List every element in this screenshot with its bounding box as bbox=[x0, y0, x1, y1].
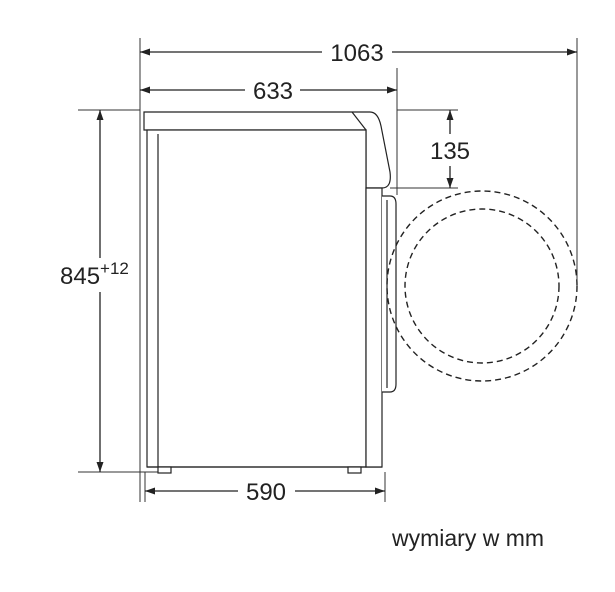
label-633: 633 bbox=[253, 78, 293, 105]
foot-rear bbox=[157, 466, 172, 474]
label-135: 135 bbox=[430, 138, 470, 165]
label-845-value: 845 bbox=[60, 263, 100, 290]
dimension-lines bbox=[96, 48, 577, 495]
units-note: wymiary w mm bbox=[392, 525, 545, 551]
label-1063: 1063 bbox=[330, 40, 383, 67]
foot-front bbox=[347, 466, 362, 474]
door-inner-circle bbox=[404, 208, 560, 364]
label-845: 845+12 bbox=[60, 259, 129, 290]
washing-machine-side-view bbox=[143, 111, 397, 474]
door-open-outline bbox=[386, 190, 578, 382]
label-845-tolerance: +12 bbox=[100, 259, 129, 278]
label-590: 590 bbox=[246, 479, 286, 506]
door-closed bbox=[382, 195, 397, 393]
extension-lines bbox=[78, 38, 578, 502]
front-panel bbox=[365, 187, 383, 468]
door-outer-circle bbox=[386, 190, 578, 382]
cabinet bbox=[146, 129, 367, 468]
